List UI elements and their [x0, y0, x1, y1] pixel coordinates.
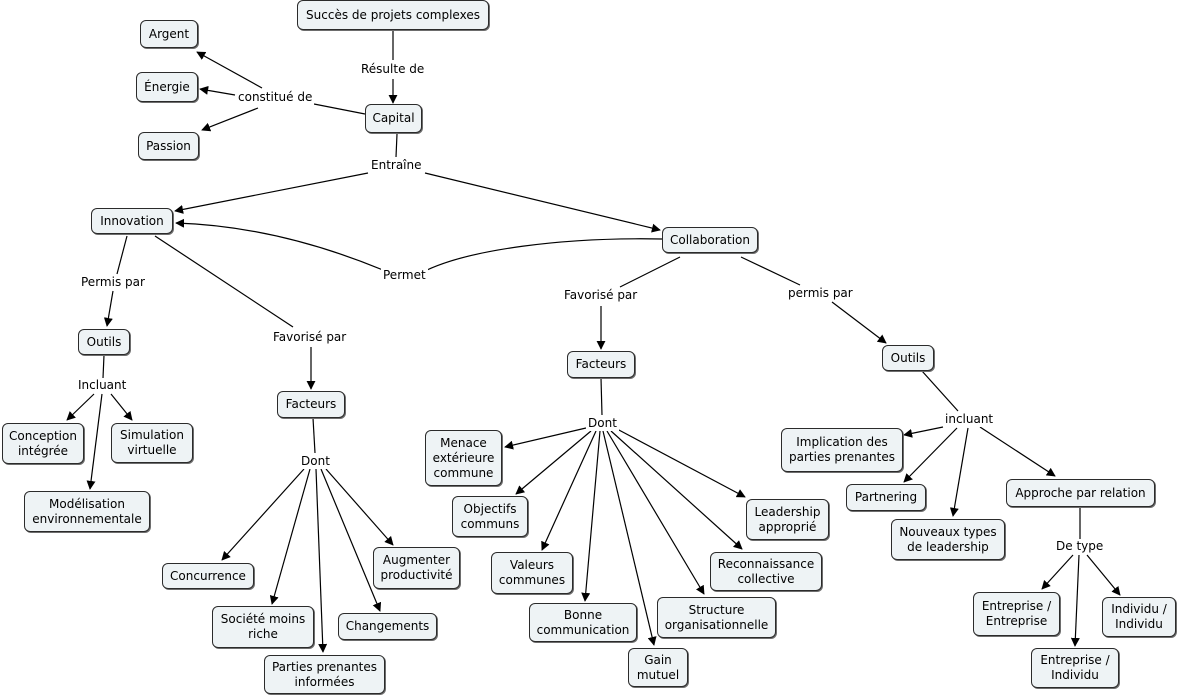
node-implication-parties-prenantes[interactable]: Implication des parties prenantes	[781, 428, 903, 472]
link-collaboration-permet	[426, 238, 663, 271]
label-entraine: Entraîne	[369, 158, 424, 173]
node-succes-projets[interactable]: Succès de projets complexes	[297, 0, 489, 30]
link-incluant2-partnering	[903, 427, 958, 483]
label-permet: Permet	[381, 268, 428, 283]
node-valeurs-communes[interactable]: Valeurs communes	[491, 552, 573, 594]
link-permispar2-outils	[831, 301, 887, 344]
link-incluant-modelisation	[86, 393, 103, 490]
link-dont2-menace	[504, 427, 587, 450]
link-outils-incluant	[102, 354, 105, 379]
node-argent[interactable]: Argent	[140, 20, 198, 48]
node-facteurs-innovation[interactable]: Facteurs	[277, 391, 345, 418]
link-entraine-collaboration	[424, 172, 661, 233]
label-incluant-innovation: Incluant	[76, 378, 129, 393]
link-dont1-changements	[320, 468, 382, 612]
link-innovation-permispar	[116, 235, 128, 275]
link-dont2-bonnecomm	[581, 430, 601, 602]
node-societe-moins-riche[interactable]: Société moins riche	[212, 606, 314, 648]
node-outils-innovation[interactable]: Outils	[78, 329, 130, 355]
link-dont1-augmenter	[325, 468, 394, 546]
node-entreprise-entreprise[interactable]: Entreprise / Entreprise	[973, 592, 1060, 636]
label-constitue-de: constitué de	[236, 90, 315, 105]
node-passion[interactable]: Passion	[138, 132, 199, 160]
link-constitue-passion	[201, 107, 259, 132]
node-energie[interactable]: Énergie	[136, 72, 198, 102]
link-dont1-concurrence	[221, 468, 305, 561]
node-individu-individu[interactable]: Individu / Individu	[1102, 597, 1176, 637]
link-dont2-valeurs	[541, 430, 597, 551]
label-dont-innovation: Dont	[299, 454, 332, 469]
label-resulte-de: Résulte de	[359, 62, 427, 77]
link-permispar-outils	[103, 290, 114, 327]
label-permis-par-innovation: Permis par	[79, 275, 147, 290]
node-leadership-approprie[interactable]: Leadership approprié	[746, 499, 829, 540]
node-capital[interactable]: Capital	[365, 104, 422, 133]
link-dont2-leadership	[616, 428, 746, 498]
node-facteurs-collaboration[interactable]: Facteurs	[567, 351, 635, 378]
label-incluant-collaboration: incluant	[943, 412, 996, 427]
node-simulation-virtuelle[interactable]: Simulation virtuelle	[111, 423, 193, 463]
node-outils-collaboration[interactable]: Outils	[882, 345, 934, 371]
link-dont1-parties	[315, 468, 328, 653]
node-gain-mutuel[interactable]: Gain mutuel	[628, 648, 688, 687]
link-dont2-structure	[606, 430, 705, 595]
node-augmenter-productivite[interactable]: Augmenter productivité	[373, 547, 460, 589]
link-incluant-conception	[66, 393, 95, 421]
node-menace-exterieure[interactable]: Menace extérieure commune	[425, 430, 502, 486]
node-objectifs-communs[interactable]: Objectifs communs	[452, 496, 528, 537]
link-detype-indind	[1086, 554, 1121, 596]
link-incluant-simulation	[110, 393, 133, 421]
node-concurrence[interactable]: Concurrence	[162, 563, 254, 589]
label-de-type: De type	[1054, 539, 1106, 554]
node-parties-prenantes-informees[interactable]: Parties prenantes informées	[264, 655, 385, 694]
node-reconnaissance-collective[interactable]: Reconnaissance collective	[710, 552, 822, 591]
node-nouveaux-types-leadership[interactable]: Nouveaux types de leadership	[891, 519, 1005, 560]
link-capital-constitue	[313, 103, 366, 115]
link-innovation-favorise1	[154, 235, 294, 328]
link-constitue-argent	[196, 51, 263, 89]
label-dont-collaboration: Dont	[586, 416, 619, 431]
link-capital-entraine	[395, 133, 398, 158]
link-dont1-societe	[269, 468, 311, 605]
link-facteurs-dont2	[600, 377, 603, 416]
node-modelisation-environnementale[interactable]: Modélisation environnementale	[24, 491, 150, 532]
node-partnering[interactable]: Partnering	[846, 484, 926, 511]
label-favorise-par-innovation: Favorisé par	[271, 330, 349, 345]
link-entraine-innovation	[174, 172, 369, 214]
node-approche-par-relation[interactable]: Approche par relation	[1006, 479, 1155, 507]
link-dont2-reconnaissance	[610, 430, 743, 550]
link-incluant2-approche	[979, 426, 1056, 477]
label-favorise-par-collaboration: Favorisé par	[562, 288, 640, 303]
node-collaboration[interactable]: Collaboration	[662, 227, 758, 253]
link-collab-permispar2	[740, 256, 801, 286]
node-conception-integree[interactable]: Conception intégrée	[2, 423, 84, 464]
label-permis-par-collaboration: permis par	[786, 286, 855, 301]
node-entreprise-individu[interactable]: Entreprise / Individu	[1031, 648, 1119, 688]
link-dont2-gain	[602, 430, 657, 646]
node-innovation[interactable]: Innovation	[91, 208, 173, 234]
node-bonne-communication[interactable]: Bonne communication	[529, 603, 637, 642]
node-changements[interactable]: Changements	[338, 613, 437, 640]
link-facteurs-dont1	[312, 417, 316, 454]
link-collab-favorise2	[619, 256, 681, 288]
link-detype-entind	[1070, 554, 1080, 647]
link-detype-entent	[1041, 554, 1074, 590]
link-constitue-energie	[199, 85, 236, 96]
node-structure-organisationnelle[interactable]: Structure organisationnelle	[657, 597, 776, 638]
link-incluant2-nouveaux	[949, 427, 969, 517]
link-incluant2-implication	[903, 426, 944, 438]
link-permet-innovation	[175, 218, 384, 271]
link-outils-incluant2	[921, 370, 959, 412]
link-dont2-objectifs	[515, 430, 592, 495]
